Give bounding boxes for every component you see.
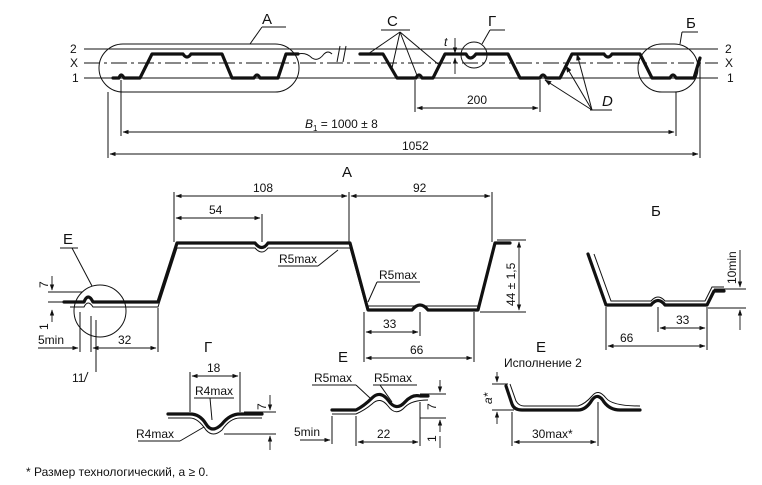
detail-e-circle (73, 284, 127, 338)
r4-leader-1 (209, 397, 213, 421)
callout-g-label: Г (488, 13, 496, 30)
detail-e2: Е Исполнение 2 a* 30max* (481, 339, 642, 446)
dim-7-label-e1: 7 (425, 403, 439, 410)
callout-e-label: Е (63, 231, 73, 248)
main-profile-break-left (297, 51, 333, 60)
dim-33-label-a: 33 (383, 317, 397, 331)
dim-1-label-a: 1 (37, 323, 51, 330)
dim-5min-label-a: 5min (38, 333, 64, 347)
dim-1-label-e1: 1 (425, 435, 439, 442)
dim-22-label: 22 (377, 427, 391, 441)
detail-g-profile-inner (168, 417, 262, 435)
level-label-2-right: 2 (725, 42, 732, 56)
e1-r5max-label-1: R5max (314, 371, 352, 385)
main-profile-left (111, 52, 300, 80)
callout-b-capsule (637, 43, 699, 93)
detail-g-profile (166, 412, 264, 431)
callout-c-leader-2 (391, 31, 401, 69)
r5-leader-1 (317, 249, 339, 267)
dim-b1-value: = 1000 ± 8 (317, 117, 378, 131)
detail-a: А Е 108 54 92 44 ± 1,5 R5max R5max (37, 164, 526, 385)
main-view: 2 X 1 2 X 1 А Б Г С (70, 11, 734, 158)
dim-7-label-g: 7 (255, 403, 269, 410)
r5-leader-2 (367, 281, 378, 303)
callout-c-label: С (387, 13, 398, 30)
dim-30-label: 30max* (532, 427, 573, 441)
callout-c-leader-1 (367, 31, 401, 55)
detail-e2-title: Е (536, 339, 546, 356)
dim-b1-label: B1 = 1000 ± 8 (305, 117, 378, 133)
r4-leader-2 (179, 426, 205, 442)
main-profile-right (358, 52, 702, 80)
dim-54-label: 54 (209, 203, 223, 217)
callout-e-leader (71, 247, 93, 287)
level-label-x-right: X (725, 56, 733, 70)
callout-a-leader (249, 26, 263, 45)
detail-g: Г 18 R4max R4max 7 (136, 339, 276, 450)
dim-32-label: 32 (118, 333, 132, 347)
detail-e2-profile (504, 384, 642, 412)
callout-g-leader (481, 29, 491, 45)
dim-108-label: 108 (253, 181, 273, 195)
detail-e1-title: Е (338, 349, 348, 366)
dim-66-label-b: 66 (620, 331, 634, 345)
r5max-label-2: R5max (379, 268, 417, 282)
e1-r5-leader-1 (355, 384, 371, 399)
callout-c-leader-4 (399, 31, 439, 65)
callout-b-leader (679, 31, 683, 45)
dim-5min-label-e1: 5min (294, 425, 320, 439)
dim-b1-var: B (305, 117, 313, 131)
detail-b-title: Б (651, 203, 661, 220)
callout-a-label: А (262, 11, 272, 28)
dim-66-label-a: 66 (410, 343, 424, 357)
detail-e1-profile (330, 392, 430, 412)
callout-d-leader-1 (544, 79, 593, 111)
dim-18-label: 18 (207, 361, 221, 375)
detail-b: Б 10min 33 66 (586, 203, 746, 350)
dim-a-label: a* (481, 392, 495, 404)
dim-10min-label: 10min (725, 251, 739, 284)
dim-1052-label: 1052 (402, 139, 429, 153)
detail-e1: Е R5max R5max 7 1 5min 22 (294, 349, 446, 448)
detail-b-profile (586, 252, 726, 307)
level-label-1-right: 1 (727, 71, 734, 85)
footnote: * Размер технологический, a ≥ 0. (26, 465, 208, 479)
dim-7-label-a: 7 (37, 281, 51, 288)
e1-r5-leader-2 (379, 384, 393, 403)
detail-a-profile-inner (70, 247, 495, 308)
detail-g-title: Г (204, 339, 212, 356)
e1-r5max-label-2: R5max (374, 371, 412, 385)
r4max-label-1: R4max (195, 384, 233, 398)
level-label-1-left: 1 (72, 71, 79, 85)
thickness-label: t (444, 35, 448, 49)
dim-33-label-b: 33 (676, 313, 690, 327)
break-mark (336, 45, 347, 63)
callout-d-leader-2 (565, 65, 593, 111)
level-label-x-left: X (70, 56, 78, 70)
detail-b-profile-inner (593, 253, 724, 302)
callout-d-label: D (602, 93, 613, 110)
dim-11-leader (83, 371, 89, 383)
level-label-2-left: 2 (70, 42, 77, 56)
callout-d-leader-3 (576, 53, 593, 111)
r4max-label-2: R4max (136, 427, 174, 441)
callout-a-capsule (98, 43, 300, 93)
callout-b-label: Б (686, 15, 696, 32)
dim-200-label: 200 (467, 93, 487, 107)
callout-c-leader-3 (399, 31, 419, 79)
detail-e2-profile-inner (509, 383, 641, 407)
dim-44-label: 44 ± 1,5 (504, 262, 518, 306)
detail-a-title: А (342, 164, 352, 181)
dim-11-label: 11 (72, 371, 85, 385)
callout-g-circle (460, 41, 488, 69)
detail-e2-subtitle: Исполнение 2 (504, 356, 582, 370)
detail-e1-profile-inner (332, 399, 429, 415)
dim-92-label: 92 (413, 181, 427, 195)
dim-b1-sub: 1 (313, 124, 318, 133)
r5max-label-1: R5max (279, 252, 317, 266)
